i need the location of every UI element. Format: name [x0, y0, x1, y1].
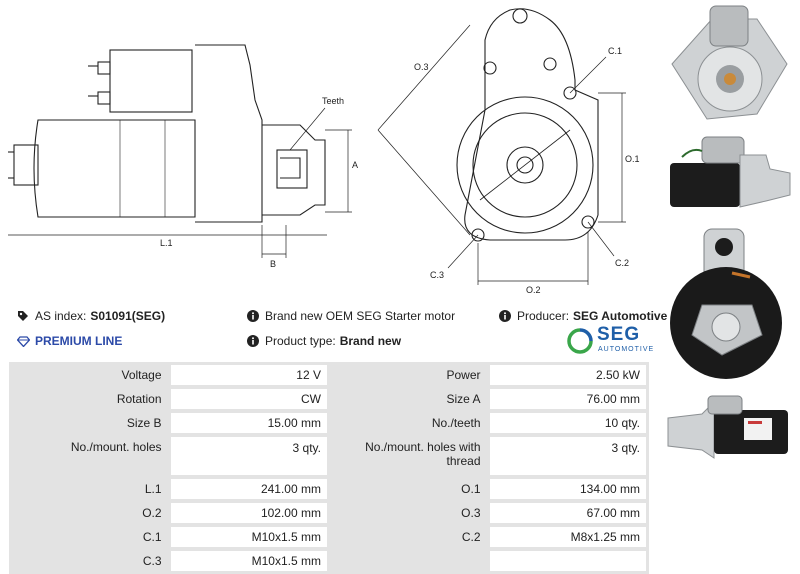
spec-label: Rotation: [11, 388, 168, 410]
spec-value: M8x1.25 mm: [488, 526, 647, 548]
seg-logo-subtext: AUTOMOTIVE: [598, 346, 655, 353]
spec-value: 3 qty.: [488, 436, 647, 476]
as-index-value: S01091(SEG): [90, 309, 166, 323]
spec-value: 134.00 mm: [488, 478, 647, 500]
premium-line-badge: PREMIUM LINE: [17, 334, 122, 348]
spec-label: No./mount. holes with thread: [329, 436, 487, 476]
as-index-label: AS index:: [35, 309, 87, 323]
spec-label: Size B: [11, 412, 168, 434]
spec-label: C.3: [11, 550, 168, 572]
product-type-row: Product type: Brand new: [247, 334, 401, 348]
product-type-value: Brand new: [339, 334, 402, 348]
spec-label: No./mount. holes: [11, 436, 168, 476]
label-o3: O.3: [414, 62, 429, 72]
info-icon: [499, 310, 511, 322]
spec-value: 76.00 mm: [488, 388, 647, 410]
as-index-row: AS index: S01091(SEG): [17, 309, 165, 323]
spec-label: Voltage: [11, 364, 168, 386]
producer-label: Producer:: [517, 309, 570, 323]
producer-value: SEG Automotive: [573, 309, 668, 323]
label-o1: O.1: [625, 154, 640, 164]
seg-logo-text: SEG: [597, 324, 641, 345]
seg-automotive-logo: SEG AUTOMOTIVE: [567, 324, 655, 356]
description-row: Brand new OEM SEG Starter motor: [247, 309, 455, 323]
info-icon: [247, 310, 259, 322]
product-photo-label-side: [662, 388, 796, 470]
spec-value: 12 V: [169, 364, 328, 386]
spec-value: 241.00 mm: [169, 478, 328, 500]
spec-label: No./teeth: [329, 412, 487, 434]
spec-label: O.2: [11, 502, 168, 524]
spec-label: Size A: [329, 388, 487, 410]
spec-value: CW: [169, 388, 328, 410]
product-photo-side: [662, 133, 796, 215]
product-type-label: Product type:: [265, 334, 336, 348]
seg-logo-mark: [567, 328, 593, 354]
label-c1: C.1: [608, 46, 622, 56]
product-photo-front: [662, 4, 796, 129]
info-icon: [247, 335, 259, 347]
spec-label: Power: [329, 364, 487, 386]
label-b: B: [270, 259, 276, 269]
label-c2: C.2: [615, 258, 629, 268]
label-c3: C.3: [430, 270, 444, 280]
spec-label: [329, 550, 487, 572]
spec-label: L.1: [11, 478, 168, 500]
spec-value: 3 qty.: [169, 436, 328, 476]
spec-label: C.1: [11, 526, 168, 548]
label-l1: L.1: [160, 238, 173, 248]
spec-value: 67.00 mm: [488, 502, 647, 524]
product-photo-rear: [662, 225, 796, 385]
product-description: Brand new OEM SEG Starter motor: [265, 309, 456, 323]
diamond-icon: [17, 335, 30, 347]
spec-value: 15.00 mm: [169, 412, 328, 434]
spec-value: 2.50 kW: [488, 364, 647, 386]
producer-row: Producer: SEG Automotive: [499, 309, 667, 323]
spec-label: C.2: [329, 526, 487, 548]
spec-label: O.1: [329, 478, 487, 500]
label-o2: O.2: [526, 285, 541, 295]
technical-drawing: Teeth A L.1 B O.3 C.1 O.1 C.3 C.2 O.2: [8, 8, 640, 295]
label-teeth: Teeth: [322, 96, 344, 106]
spec-label: O.3: [329, 502, 487, 524]
spec-value: 102.00 mm: [169, 502, 328, 524]
spec-value: M10x1.5 mm: [169, 526, 328, 548]
premium-line-label: PREMIUM LINE: [35, 334, 123, 348]
spec-value: 10 qty.: [488, 412, 647, 434]
tag-icon: [18, 311, 28, 321]
label-a: A: [352, 160, 358, 170]
